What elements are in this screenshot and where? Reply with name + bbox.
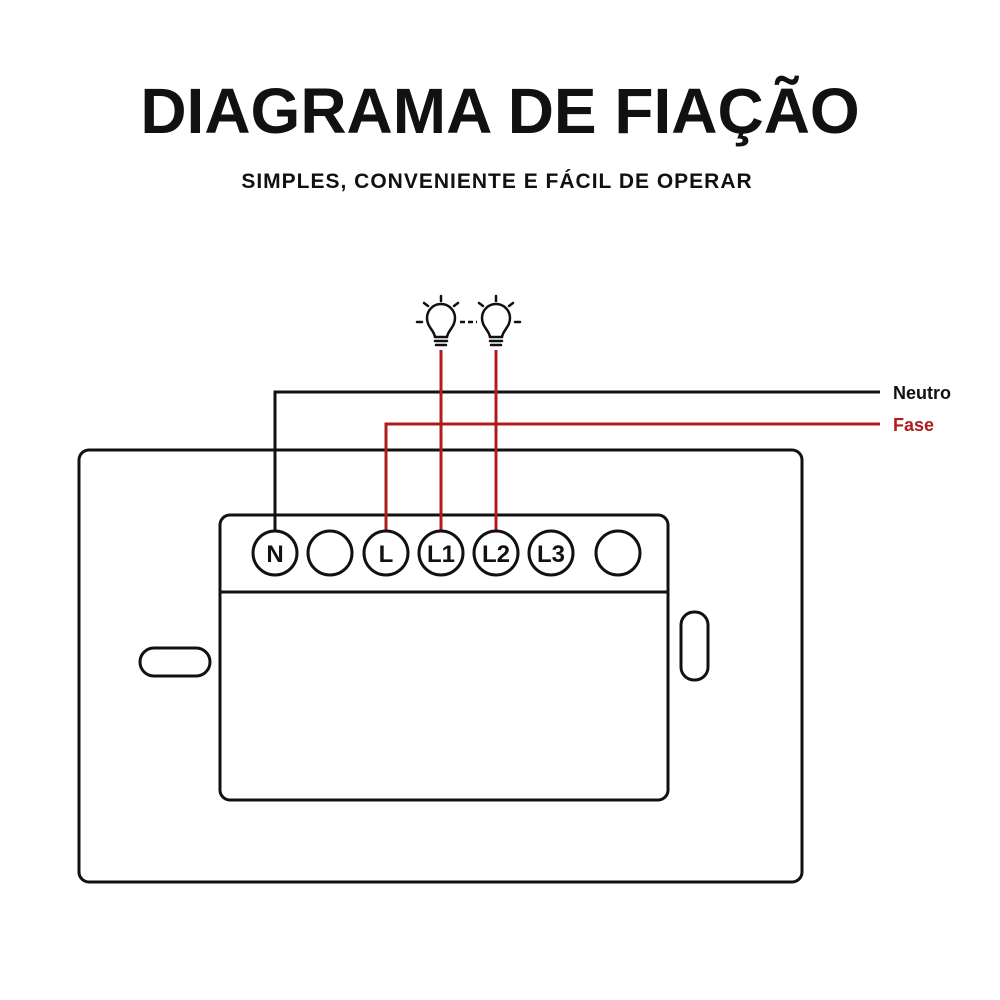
terminal-label: L1 — [427, 541, 455, 568]
terminal-L3: L3 — [527, 529, 575, 577]
terminal-circle — [594, 529, 642, 577]
light-bulb-icon — [415, 294, 460, 347]
page-subtitle: SIMPLES, CONVENIENTE E FÁCIL DE OPERAR — [241, 170, 752, 193]
terminal-label: L2 — [482, 541, 510, 568]
terminal-L: L — [362, 529, 410, 577]
phase-wire — [384, 422, 880, 531]
neutral-label: Neutro — [893, 383, 951, 403]
terminal-L2: L2 — [472, 529, 520, 577]
phase-label: Fase — [893, 415, 934, 435]
switch-module — [218, 513, 670, 802]
terminal-circle — [306, 529, 354, 577]
terminal-circle — [362, 529, 410, 577]
terminal-L1: L1 — [417, 529, 465, 577]
terminal-blank — [594, 529, 642, 577]
terminal-circle — [527, 529, 575, 577]
neutral-wire — [273, 390, 880, 531]
terminal-N: N — [251, 529, 299, 577]
terminal-blank — [306, 529, 354, 577]
page-title: DIAGRAMA DE FIAÇÃO — [140, 75, 859, 147]
terminal-label: N — [266, 541, 283, 568]
terminal-circle — [472, 529, 520, 577]
light-bulb-icon — [477, 294, 522, 347]
terminal-circle — [251, 529, 299, 577]
terminal-label: L3 — [537, 541, 565, 568]
mounting-slot-left — [138, 646, 212, 678]
mounting-slot-right — [679, 610, 710, 682]
terminal-circle — [417, 529, 465, 577]
terminal-label: L — [379, 541, 394, 568]
